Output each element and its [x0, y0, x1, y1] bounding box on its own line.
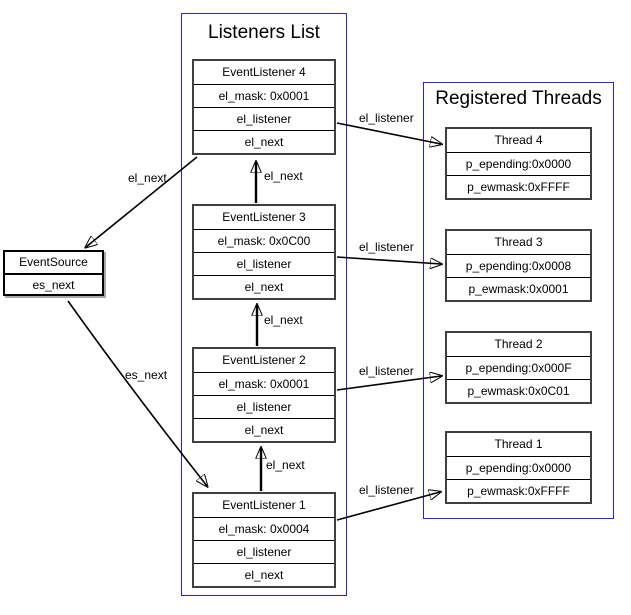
- label-el-next-4-to-source: el_next: [128, 171, 167, 185]
- label-el-next-3-to-4: el_next: [264, 169, 303, 183]
- event-listener-1-title: EventListener 1: [222, 498, 306, 512]
- event-listener-2-el-listener: el_listener: [194, 395, 334, 418]
- event-listener-3-el-listener: el_listener: [194, 252, 334, 275]
- thread-1-title: Thread 1: [494, 437, 543, 451]
- label-el-listener-1: el_listener: [359, 483, 414, 497]
- event-listener-1-el-next: el_next: [194, 563, 334, 586]
- label-el-listener-4: el_listener: [359, 111, 414, 125]
- thread-4-p-ewmask: p_ewmask:0xFFFF: [447, 175, 590, 198]
- event-listener-4-el-mask: el_mask: 0x0001: [194, 84, 334, 107]
- thread-3-p-epending: p_epending:0x0008: [447, 254, 590, 277]
- registered-threads-title: Registered Threads: [435, 88, 602, 109]
- thread-2-box: Thread 2 p_epending:0x000F p_ewmask:0x0C…: [445, 331, 592, 404]
- thread-2-p-epending: p_epending:0x000F: [447, 356, 590, 379]
- event-listener-3-title: EventListener 3: [222, 210, 306, 224]
- label-el-listener-3: el_listener: [359, 240, 414, 254]
- thread-1-p-epending: p_epending:0x0000: [447, 456, 590, 479]
- event-listener-4-el-listener: el_listener: [194, 107, 334, 130]
- event-listener-2-el-mask: el_mask: 0x0001: [194, 372, 334, 395]
- event-source-es-next: es_next: [5, 273, 102, 294]
- event-source-box: EventSource es_next: [3, 250, 104, 296]
- thread-1-p-ewmask: p_ewmask:0xFFFF: [447, 479, 590, 502]
- event-listener-4-box: EventListener 4 el_mask: 0x0001 el_liste…: [192, 59, 336, 155]
- listeners-list-title: Listeners List: [208, 22, 320, 43]
- label-el-next-2-to-3: el_next: [264, 313, 303, 327]
- event-listener-4-el-next: el_next: [194, 130, 334, 153]
- event-listener-3-el-mask: el_mask: 0x0C00: [194, 229, 334, 252]
- event-listener-1-el-listener: el_listener: [194, 540, 334, 563]
- thread-3-p-ewmask: p_ewmask:0x0001: [447, 277, 590, 300]
- thread-4-box: Thread 4 p_epending:0x0000 p_ewmask:0xFF…: [445, 127, 592, 200]
- thread-4-p-epending: p_epending:0x0000: [447, 152, 590, 175]
- event-listener-1-el-mask: el_mask: 0x0004: [194, 517, 334, 540]
- thread-3-title: Thread 3: [494, 235, 543, 249]
- event-listener-2-box: EventListener 2 el_mask: 0x0001 el_liste…: [192, 347, 336, 443]
- thread-4-title: Thread 4: [494, 133, 543, 147]
- registered-threads-panel: Registered Threads: [423, 82, 614, 519]
- thread-3-box: Thread 3 p_epending:0x0008 p_ewmask:0x00…: [445, 229, 592, 302]
- label-es-next: es_next: [125, 368, 168, 382]
- event-listener-4-title: EventListener 4: [222, 65, 306, 79]
- event-listener-2-el-next: el_next: [194, 418, 334, 441]
- label-el-next-1-to-2: el_next: [266, 458, 305, 472]
- event-listener-2-title: EventListener 2: [222, 353, 306, 367]
- label-el-listener-2: el_listener: [359, 364, 414, 378]
- event-listener-3-el-next: el_next: [194, 275, 334, 298]
- event-source-title: EventSource: [19, 255, 88, 269]
- thread-2-p-ewmask: p_ewmask:0x0C01: [447, 379, 590, 402]
- event-listener-1-box: EventListener 1 el_mask: 0x0004 el_liste…: [192, 492, 336, 588]
- event-listener-3-box: EventListener 3 el_mask: 0x0C00 el_liste…: [192, 204, 336, 300]
- thread-2-title: Thread 2: [494, 337, 543, 351]
- thread-1-box: Thread 1 p_epending:0x0000 p_ewmask:0xFF…: [445, 431, 592, 504]
